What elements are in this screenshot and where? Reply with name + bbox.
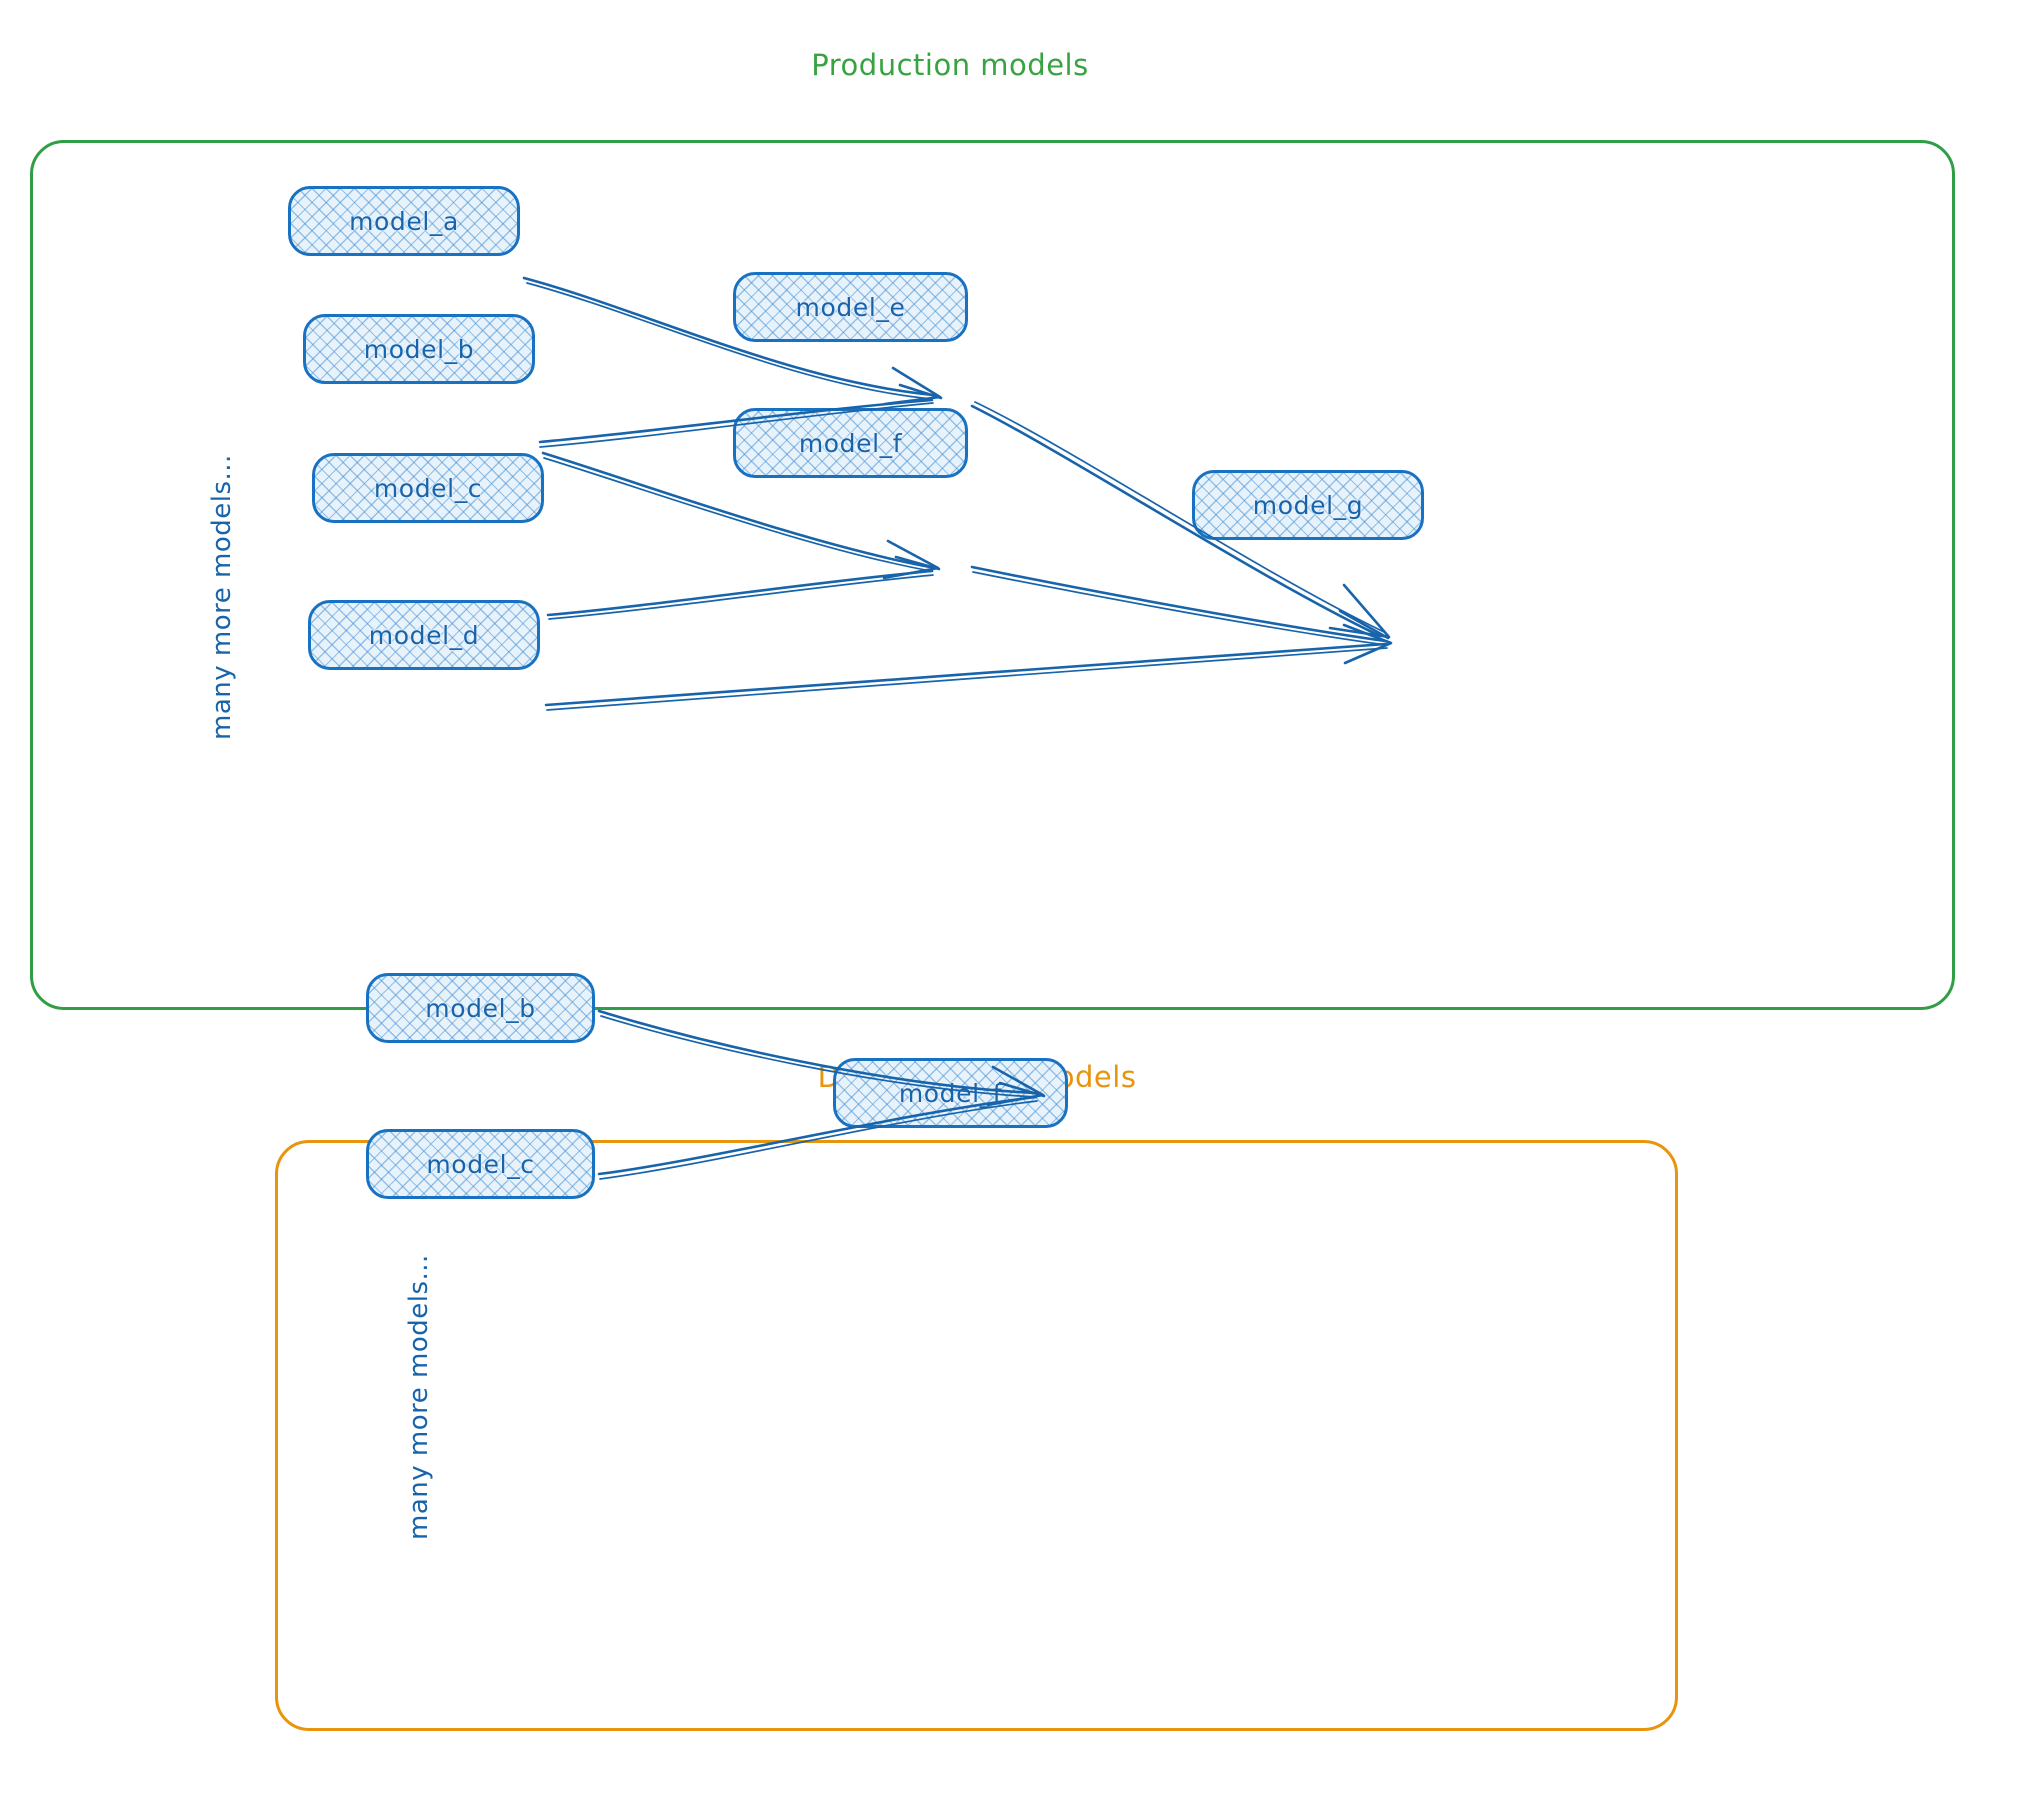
development-models-container bbox=[275, 1140, 1678, 1731]
node-label: model_c bbox=[373, 473, 483, 503]
development-side-note: many more models... bbox=[404, 1254, 434, 1540]
node-label: model_c bbox=[426, 1149, 535, 1179]
node-label: model_f bbox=[798, 428, 903, 458]
node-label: model_b bbox=[425, 993, 536, 1023]
node-model-e[interactable]: model_e bbox=[733, 272, 968, 342]
dev-node-model-c[interactable]: model_c bbox=[366, 1129, 595, 1199]
production-side-note: many more models... bbox=[207, 454, 237, 740]
node-label: model_a bbox=[349, 206, 459, 236]
node-model-g[interactable]: model_g bbox=[1192, 470, 1424, 540]
node-label: model_f bbox=[898, 1078, 1003, 1108]
node-label: model_d bbox=[368, 620, 480, 650]
node-model-c[interactable]: model_c bbox=[312, 453, 544, 523]
node-label: model_e bbox=[795, 292, 906, 322]
dev-node-model-b[interactable]: model_b bbox=[366, 973, 595, 1043]
node-model-d[interactable]: model_d bbox=[308, 600, 540, 670]
production-models-container bbox=[30, 140, 1955, 1010]
production-group-title: Production models bbox=[811, 48, 1089, 82]
node-label: model_b bbox=[363, 334, 475, 364]
node-model-f[interactable]: model_f bbox=[733, 408, 968, 478]
dev-node-model-f[interactable]: model_f bbox=[833, 1058, 1068, 1128]
node-label: model_g bbox=[1252, 490, 1364, 520]
node-model-b[interactable]: model_b bbox=[303, 314, 535, 384]
node-model-a[interactable]: model_a bbox=[288, 186, 520, 256]
